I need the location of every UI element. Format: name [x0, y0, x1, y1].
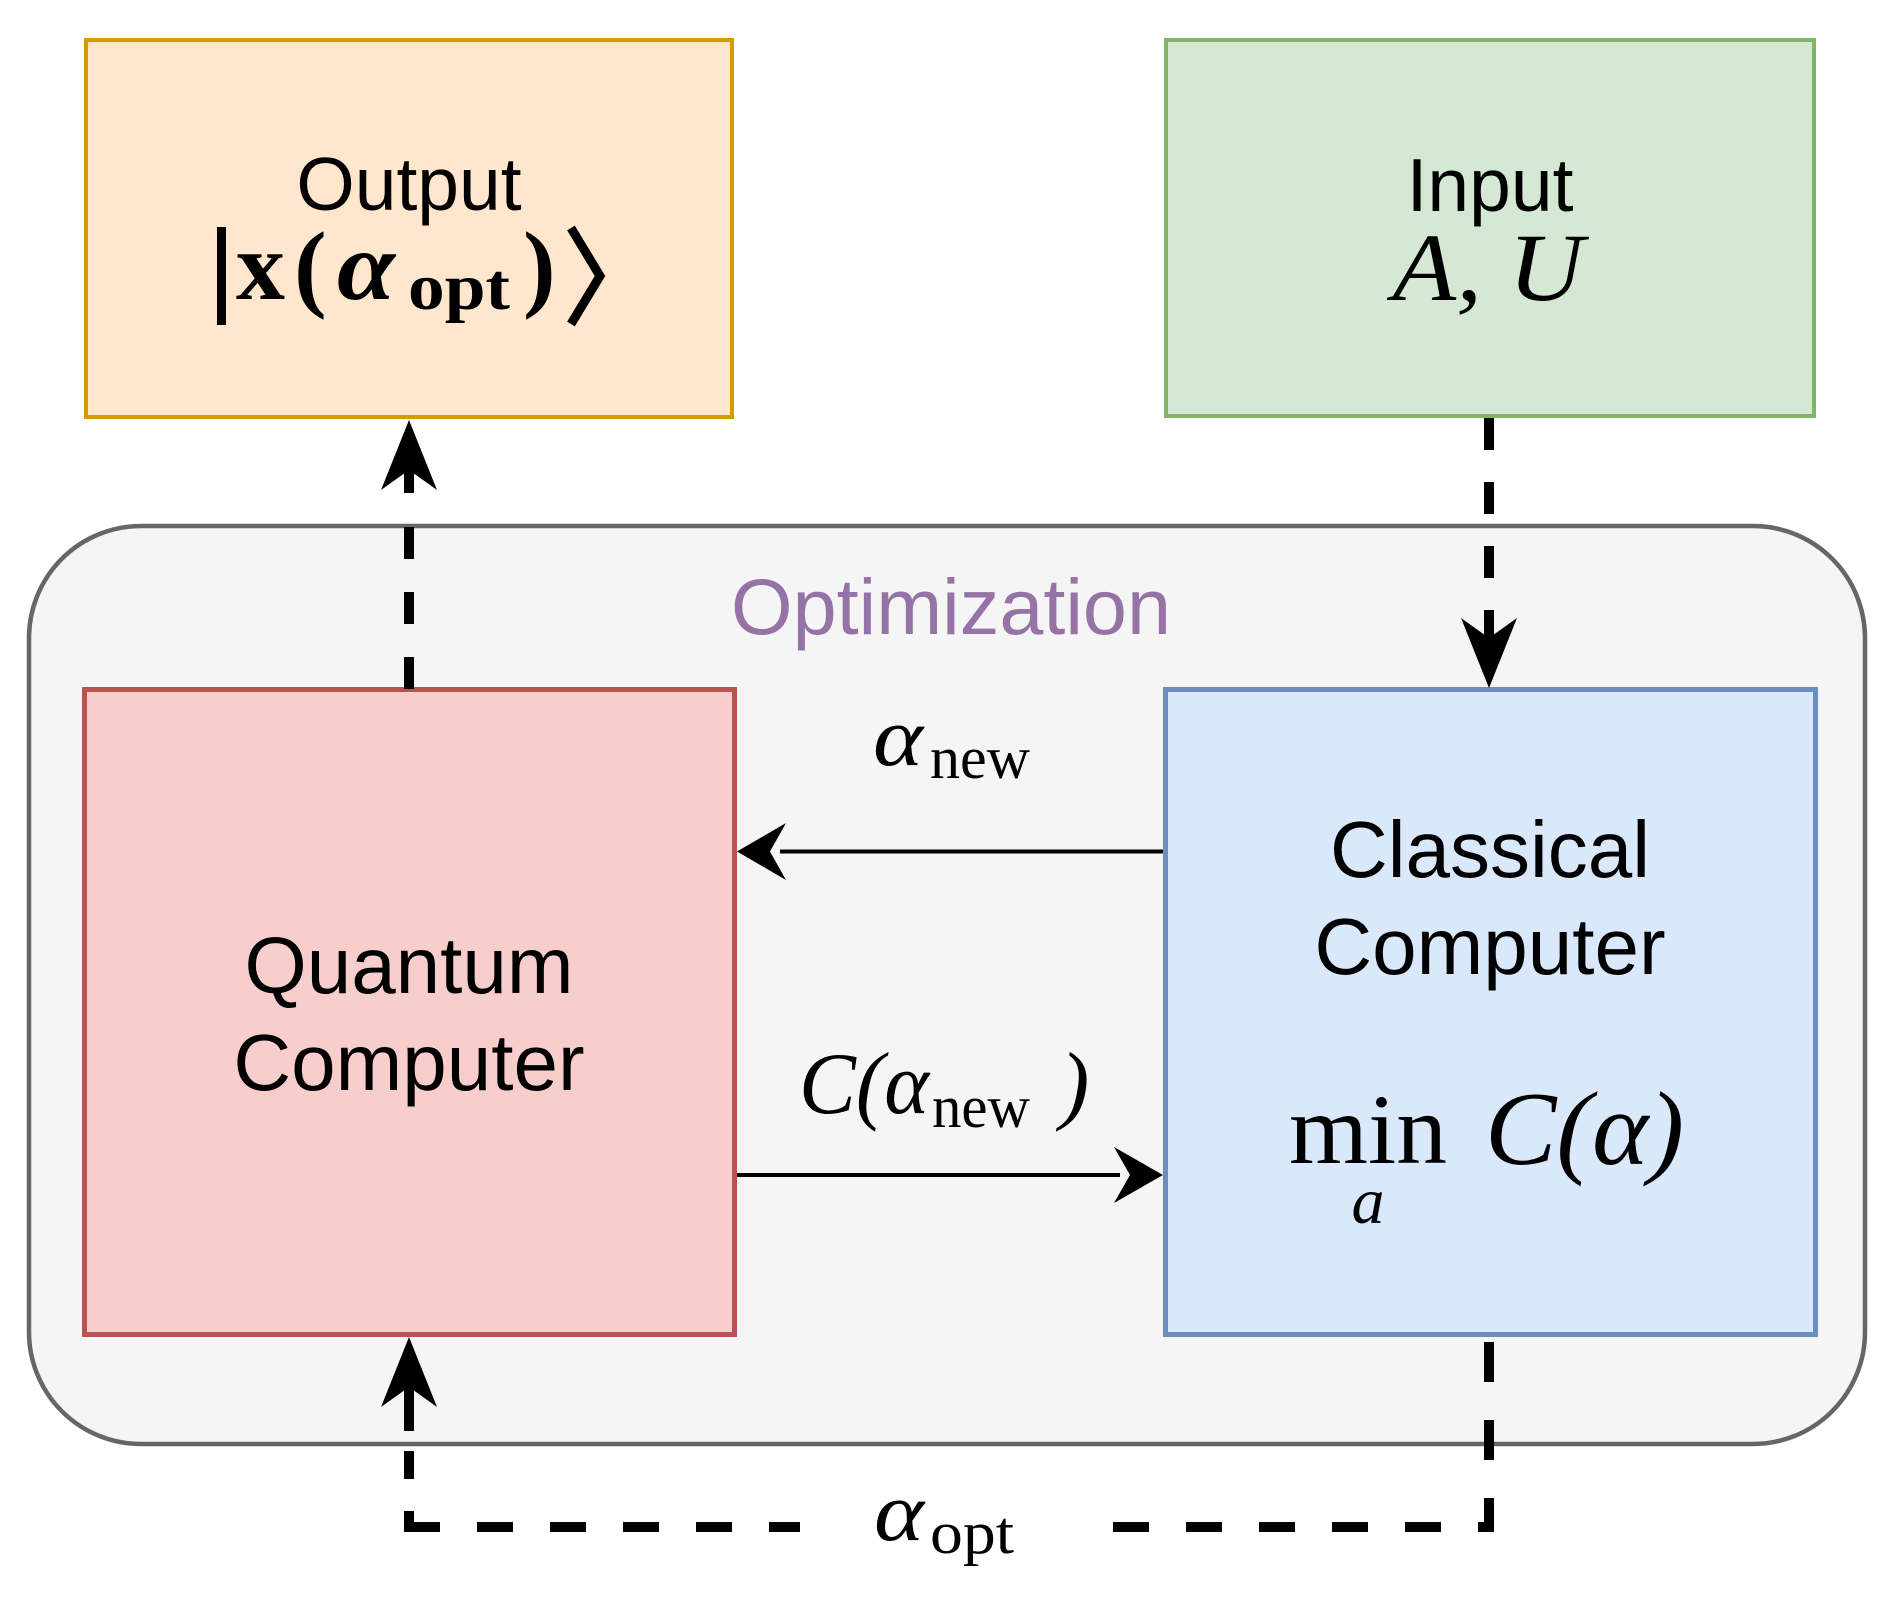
svg-text:α: α — [874, 1466, 926, 1559]
svg-text:C(α: C(α — [799, 1036, 931, 1133]
svg-text:new: new — [932, 1074, 1031, 1140]
svg-text:Output: Output — [296, 142, 521, 226]
svg-text:Quantum: Quantum — [244, 921, 573, 1010]
svg-text:α: α — [873, 691, 925, 784]
svg-text:): ) — [1055, 1036, 1089, 1133]
svg-text:Optimization: Optimization — [731, 562, 1171, 651]
svg-text:opt: opt — [408, 251, 510, 324]
svg-text:x: x — [236, 213, 285, 321]
svg-text:α: α — [337, 213, 397, 321]
svg-text:A, U: A, U — [1386, 214, 1590, 321]
svg-text:Classical: Classical — [1330, 805, 1650, 894]
svg-text:(: ( — [294, 213, 327, 321]
svg-text:a: a — [1352, 1165, 1385, 1238]
svg-text:opt: opt — [930, 1500, 1014, 1566]
svg-text:new: new — [930, 725, 1031, 791]
svg-text:Input: Input — [1407, 143, 1574, 227]
svg-text:Computer: Computer — [233, 1018, 584, 1107]
svg-text:Computer: Computer — [1314, 902, 1665, 991]
svg-text:C(α): C(α) — [1485, 1070, 1684, 1187]
svg-text:): ) — [523, 213, 556, 321]
svg-text:min: min — [1289, 1074, 1447, 1185]
